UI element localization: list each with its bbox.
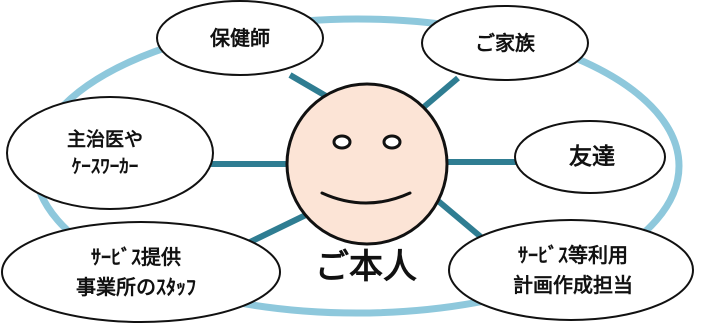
face-circle: [285, 82, 449, 246]
node-gokazoku: ご家族: [421, 5, 589, 81]
smile: [320, 191, 412, 205]
node-shujii-label: 主治医や ｹｰｽﾜｰｶｰ: [67, 128, 143, 178]
right-eye: [382, 134, 402, 150]
spoke-gokazoku: [416, 75, 460, 115]
node-label-line: 事業所のｽﾀｯﾌ: [76, 275, 196, 299]
node-service-plan: ｻｰﾋﾞｽ等利用計画作成担当: [448, 219, 694, 321]
node-hokenshi-bubble: [156, 0, 324, 76]
node-label-line: ご家族: [475, 31, 536, 55]
node-hokenshi-label: 保健師: [209, 26, 270, 50]
node-hokenshi: 保健師: [156, 0, 324, 76]
node-service-plan-bubble: [448, 219, 694, 321]
node-tomodachi: 友達: [514, 120, 666, 194]
center-face: [285, 82, 449, 246]
node-label-line: 主治医や: [67, 128, 143, 151]
node-label-line: ｻｰﾋﾞｽ等利用: [518, 243, 628, 267]
node-shujii: 主治医や ｹｰｽﾜｰｶｰ: [6, 96, 214, 210]
node-label-line: ｹｰｽﾜｰｶｰ: [72, 156, 139, 178]
node-label-line: 計画作成担当: [513, 273, 633, 297]
spoke-service-staff: [244, 209, 314, 247]
node-service-plan-label: ｻｰﾋﾞｽ等利用計画作成担当: [513, 243, 633, 297]
node-label-line: 友達: [569, 143, 615, 170]
node-service-staff-label: ｻｰﾋﾞｽ提供事業所のｽﾀｯﾌ: [76, 245, 196, 299]
center-label: ご本人: [315, 247, 417, 287]
node-label-line: ｻｰﾋﾞｽ提供: [91, 245, 181, 269]
node-tomodachi-bubble: [514, 120, 666, 194]
node-service-staff: ｻｰﾋﾞｽ提供事業所のｽﾀｯﾌ: [1, 221, 281, 323]
node-shujii-bubble: [6, 96, 214, 210]
node-gokazoku-label: ご家族: [475, 31, 536, 55]
spoke-service-plan: [435, 197, 483, 240]
node-service-staff-bubble: [1, 221, 281, 323]
node-gokazoku-bubble: [421, 5, 589, 81]
left-eye: [332, 134, 352, 150]
node-label-line: 保健師: [209, 26, 270, 50]
node-tomodachi-label: 友達: [569, 143, 615, 170]
